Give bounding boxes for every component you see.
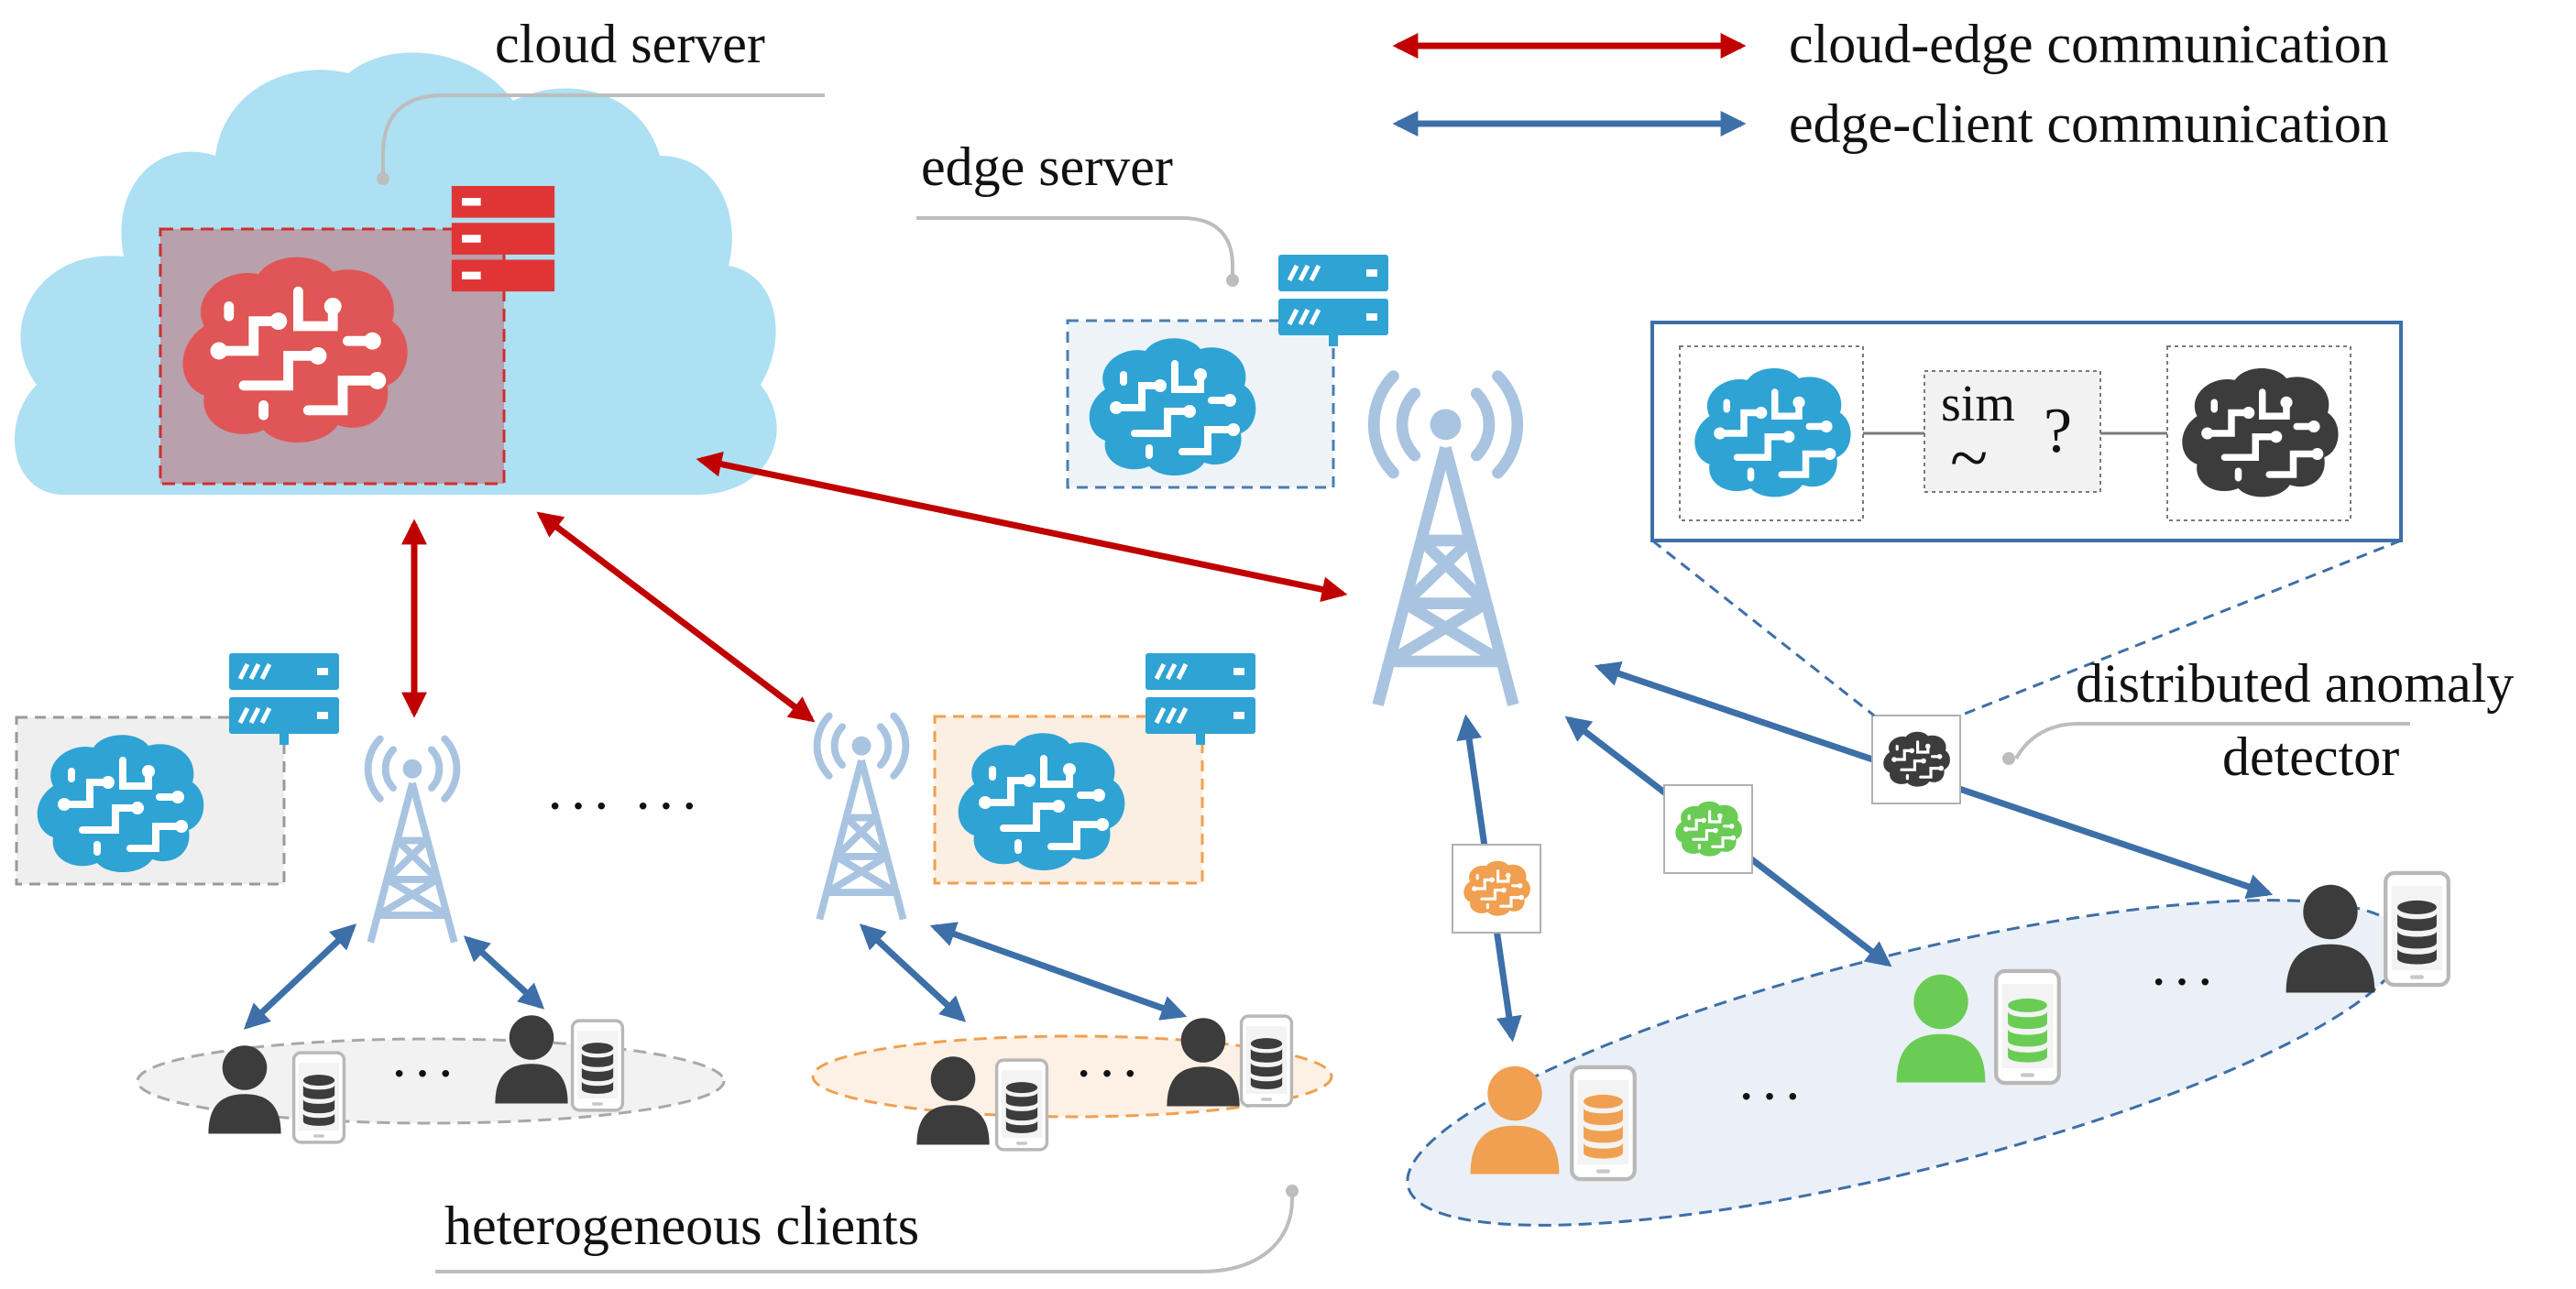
- similarity-symbol: ~: [1950, 420, 1989, 497]
- edge-server-label: edge server: [921, 137, 1173, 197]
- edge-server-icon: [1278, 255, 1388, 346]
- phone-database-icon: [570, 1019, 625, 1112]
- phone-database-icon: [1239, 1014, 1294, 1108]
- middle-tower-icon: [817, 716, 906, 920]
- local-brain-icon: [1694, 368, 1850, 497]
- legend-cloud-edge-label: cloud-edge communication: [1789, 14, 2389, 74]
- phone-database-icon: [994, 1058, 1049, 1152]
- middle-brain-icon: [959, 733, 1125, 870]
- left-tower-icon: [368, 739, 457, 943]
- legend-edge-client-label: edge-client communication: [1789, 93, 2389, 154]
- local-model-badge-green: [1663, 784, 1753, 874]
- local-model-badge-dark: [1871, 715, 1961, 804]
- phone-database-icon: [1572, 1067, 1635, 1179]
- cloud-edge-arrow-main: [696, 451, 1348, 603]
- question-mark: ?: [2044, 396, 2073, 466]
- heterogeneous-clients-label: heterogeneous clients: [444, 1196, 920, 1256]
- group2-ellipsis: ···: [1074, 1041, 1144, 1106]
- similarity-box: [1924, 370, 2101, 493]
- phone-database-icon: [1996, 971, 2059, 1083]
- group3-ellipsis-a: ···: [1737, 1064, 1806, 1129]
- reference-brain-icon: [2182, 368, 2338, 497]
- cloud-server-label: cloud server: [495, 14, 765, 74]
- similarity-label: sim: [1941, 376, 2015, 432]
- towers-ellipsis: ··· ···: [545, 773, 703, 838]
- phone-database-icon: [291, 1051, 346, 1144]
- left-brain-icon: [38, 735, 204, 872]
- zoom-line-right: [1959, 539, 2402, 717]
- main-tower-icon: [1374, 377, 1518, 705]
- anomaly-detector-label-line1: distributed anomaly: [2076, 653, 2515, 714]
- edge-client-arrow: [859, 923, 967, 1022]
- cloud-server-icon: [451, 186, 555, 292]
- middle-server-icon: [1145, 653, 1255, 745]
- edge-client-arrow: [929, 922, 1188, 1021]
- edge-client-arrow: [463, 935, 545, 1010]
- zoom-line-left: [1651, 539, 1875, 717]
- edge-client-arrow: [243, 923, 357, 1030]
- group1-ellipsis: ···: [389, 1041, 459, 1106]
- group3-ellipsis-b: ···: [2149, 949, 2219, 1014]
- phone-database-icon: [2385, 873, 2449, 985]
- edge-brain-icon: [1090, 338, 1256, 475]
- edge-server-callout: [916, 216, 1234, 275]
- local-model-badge-orange: [1452, 844, 1541, 934]
- left-server-icon: [229, 653, 339, 745]
- cloud-brain-icon: [183, 257, 408, 442]
- clients-callout: [435, 1196, 1294, 1273]
- cloud-edge-arrow-middle: [536, 511, 816, 723]
- cloud-server-callout: [381, 93, 825, 174]
- anomaly-detector-label-line2: detector: [2222, 726, 2400, 787]
